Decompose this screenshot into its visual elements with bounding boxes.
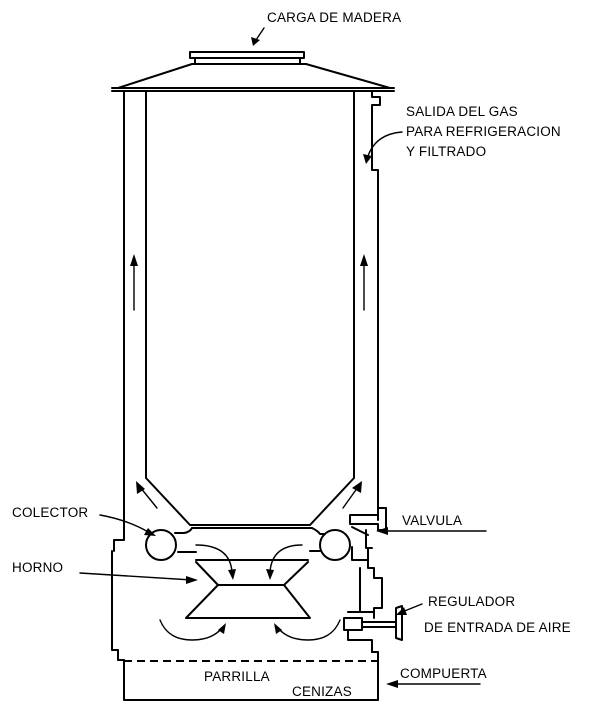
label-grate: PARRILLA bbox=[204, 669, 270, 684]
labels: CARGA DE MADERA SALIDA DEL GAS PARA REFR… bbox=[12, 10, 571, 699]
label-collector: COLECTOR bbox=[12, 505, 88, 520]
label-furnace: HORNO bbox=[12, 560, 63, 575]
label-wood-loading: CARGA DE MADERA bbox=[267, 10, 401, 25]
air-regulator bbox=[343, 605, 403, 653]
collector-channel bbox=[174, 527, 326, 553]
label-gas-outlet-line-3: Y FILTRADO bbox=[406, 144, 486, 159]
collector-ring bbox=[145, 529, 351, 561]
swirl-arrows bbox=[159, 544, 341, 641]
label-ashes: CENIZAS bbox=[292, 684, 352, 699]
label-gate: COMPUERTA bbox=[400, 666, 487, 681]
label-gas-outlet-line-1: SALIDA DEL GAS bbox=[406, 104, 518, 119]
wood-chamber bbox=[145, 90, 355, 526]
outer-shell bbox=[111, 90, 381, 661]
pointer-arrows bbox=[79, 27, 487, 688]
label-valve: VALVULA bbox=[402, 513, 462, 528]
label-regulator-line-2: DE ENTRADA DE AIRE bbox=[424, 620, 571, 635]
label-gas-outlet-line-2: PARA REFRIGERACION bbox=[406, 124, 561, 139]
furnace bbox=[185, 559, 311, 619]
hopper-lid bbox=[111, 51, 395, 92]
valve bbox=[349, 507, 387, 613]
gas-flow-arrows bbox=[130, 254, 368, 509]
label-regulator-line-1: REGULADOR bbox=[428, 594, 515, 609]
